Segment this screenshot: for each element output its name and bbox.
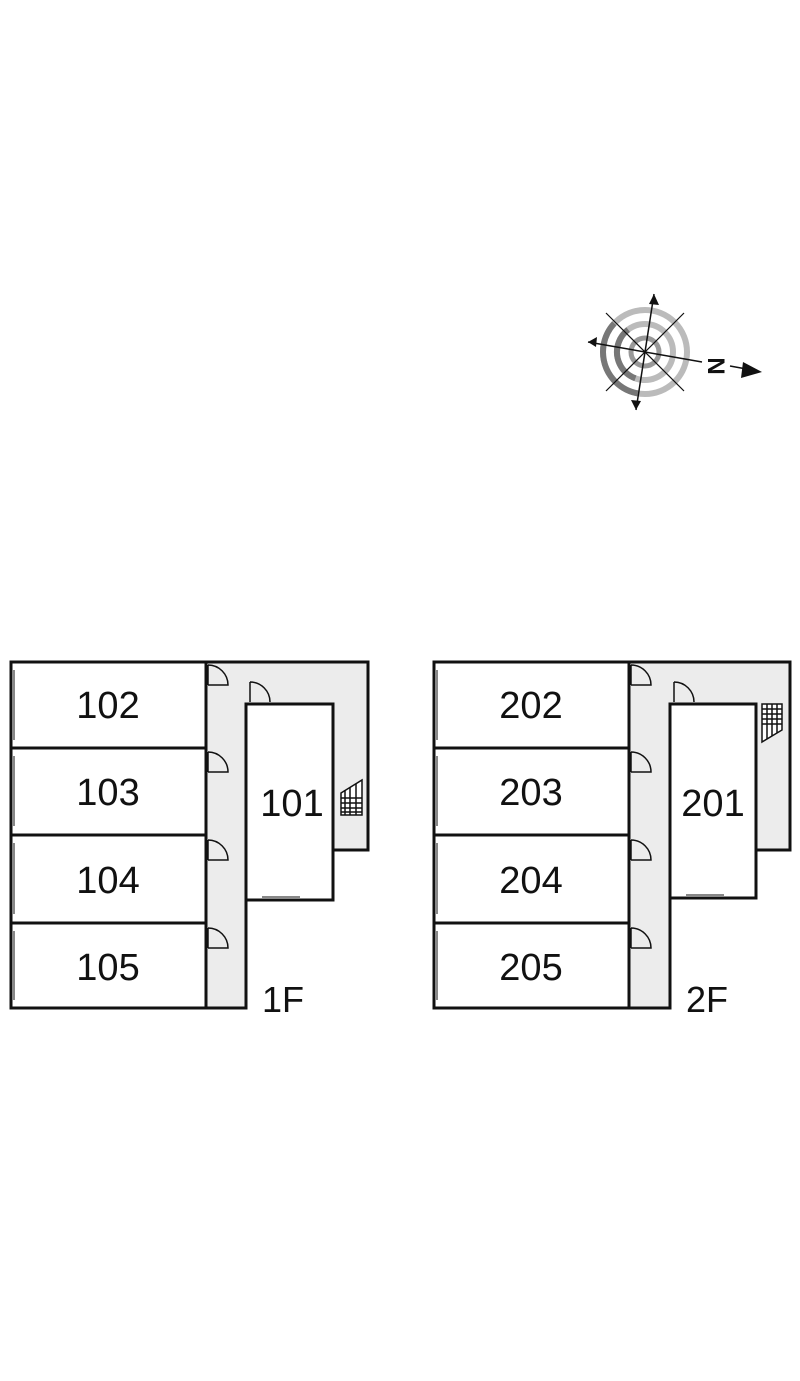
unit-label: 103 — [76, 772, 139, 814]
stairs-icon — [761, 703, 783, 744]
floor-label: 1F — [262, 979, 304, 1020]
unit-label: 104 — [76, 860, 139, 902]
unit-label: 102 — [76, 685, 139, 727]
floor-1f: 102 103 104 105 101 1F — [9, 660, 370, 1020]
floor-label: 2F — [686, 979, 728, 1020]
corner-unit-room — [244, 702, 335, 902]
unit-room — [432, 746, 631, 837]
unit-room — [9, 833, 208, 925]
unit-room — [432, 921, 631, 1010]
compass-icon — [587, 293, 762, 411]
compass-north-label: N — [702, 357, 729, 374]
unit-room — [432, 833, 631, 925]
stairs-icon — [340, 778, 363, 816]
windows — [13, 670, 300, 1000]
floor-2f: 202 203 204 205 201 2F — [432, 660, 792, 1020]
unit-label: 202 — [499, 685, 562, 727]
unit-room — [9, 660, 208, 750]
corner-unit-room — [668, 702, 758, 900]
unit-label: 203 — [499, 772, 562, 814]
unit-label: 105 — [76, 947, 139, 989]
unit-label: 204 — [499, 860, 562, 902]
corner-unit-label: 201 — [681, 783, 744, 825]
windows — [436, 670, 724, 1000]
door-icons — [630, 664, 695, 949]
corner-unit-label: 101 — [260, 783, 323, 825]
unit-room — [9, 921, 208, 1010]
door-icons — [207, 664, 271, 949]
unit-label: 205 — [499, 947, 562, 989]
